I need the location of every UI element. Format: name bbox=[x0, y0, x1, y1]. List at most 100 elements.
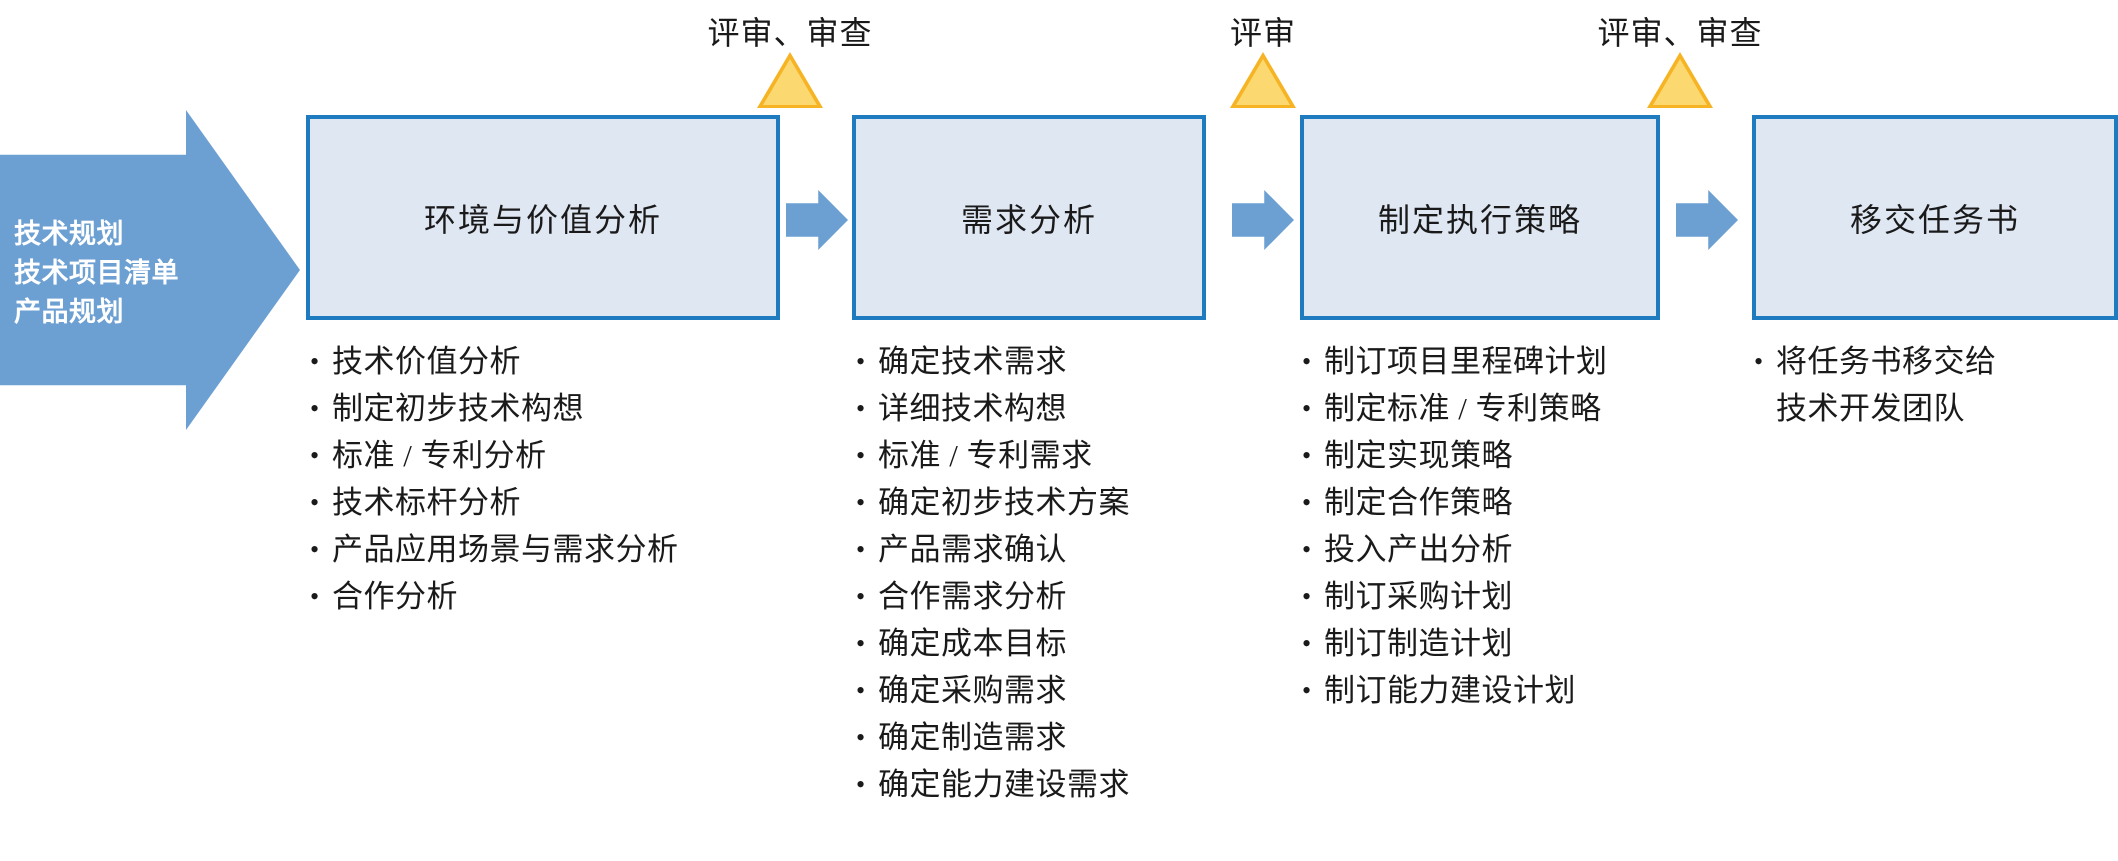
bullet-icon: • bbox=[1302, 629, 1312, 658]
input-arrow-line-3: 产品规划 bbox=[14, 297, 124, 327]
stage-box-2[interactable]: 需求分析 bbox=[852, 115, 1206, 320]
list-item-text: 制订项目里程碑计划 bbox=[1324, 344, 1608, 379]
list-item-text: 合作分析 bbox=[332, 579, 458, 614]
gate-triangle-inner-1 bbox=[763, 59, 817, 105]
list-item-text: 制订能力建设计划 bbox=[1324, 673, 1576, 708]
list-item: • 确定制造需求 bbox=[856, 714, 1256, 761]
stage-bullets-1: • 技术价值分析 • 制定初步技术构想 • 标准 / 专利分析 • 技术标杆分析 • 产品… bbox=[310, 338, 780, 620]
stage-title-4: 移交任务书 bbox=[1849, 201, 2020, 238]
list-item: • 制定标准 / 专利策略 bbox=[1302, 385, 1722, 432]
list-item: • 合作分析 bbox=[310, 573, 780, 620]
list-item: • 确定技术需求 bbox=[856, 338, 1256, 385]
gate-3[interactable]: 评审、审查 bbox=[1590, 8, 1770, 110]
list-item: • 确定成本目标 bbox=[856, 620, 1256, 667]
stage-bullets-4: • 将任务书移交给 技术开发团队 bbox=[1754, 338, 2114, 432]
list-item-text: 确定技术需求 bbox=[878, 344, 1067, 379]
list-item: • 产品应用场景与需求分析 bbox=[310, 526, 780, 573]
list-item-text: 制订采购计划 bbox=[1324, 579, 1513, 614]
stage-box-4[interactable]: 移交任务书 bbox=[1752, 115, 2118, 320]
gate-2[interactable]: 评审 bbox=[1203, 8, 1323, 110]
list-item: • 确定初步技术方案 bbox=[856, 479, 1256, 526]
gate-label-2: 评审 bbox=[1229, 15, 1297, 51]
bullet-icon: • bbox=[856, 347, 866, 376]
list-item-text: 标准 / 专利分析 bbox=[332, 438, 547, 473]
connector-arrow-2-3 bbox=[1232, 190, 1294, 250]
bullet-icon: • bbox=[310, 582, 320, 611]
list-item-text: 技术价值分析 bbox=[332, 344, 521, 379]
list-item-text: 详细技术构想 bbox=[878, 391, 1067, 426]
stage-bullets-3: •制订项目里程碑计划 •制定标准 / 专利策略 •制定实现策略 •制定合作策略 … bbox=[1302, 338, 1722, 714]
list-item: • 确定采购需求 bbox=[856, 667, 1256, 714]
list-item: • 制订采购计划 bbox=[1302, 573, 1722, 620]
list-item: •确定能力建设需求 bbox=[856, 761, 1256, 808]
gate-1[interactable]: 评审、审查 bbox=[700, 8, 880, 110]
list-item-text: 制定合作策略 bbox=[1324, 485, 1513, 520]
bullet-icon: • bbox=[856, 582, 866, 611]
gate-label-3: 评审、审查 bbox=[1597, 15, 1763, 51]
stage-title-3: 制定执行策略 bbox=[1377, 201, 1582, 238]
list-item: • 技术价值分析 bbox=[310, 338, 780, 385]
list-item: • 产品需求确认 bbox=[856, 526, 1256, 573]
input-arrow-line-2: 技术项目清单 bbox=[14, 258, 179, 288]
list-item: • 制定初步技术构想 bbox=[310, 385, 780, 432]
list-item-text: 制定实现策略 bbox=[1324, 438, 1513, 473]
list-item-text: 确定采购需求 bbox=[878, 673, 1067, 708]
list-item-text: 合作需求分析 bbox=[878, 579, 1067, 614]
bullet-icon: • bbox=[856, 394, 866, 423]
list-item-text: 技术标杆分析 bbox=[332, 485, 521, 520]
list-item-text: 制定初步技术构想 bbox=[332, 391, 584, 426]
bullet-icon: • bbox=[856, 723, 866, 752]
list-item: • 详细技术构想 bbox=[856, 385, 1256, 432]
bullet-icon: • bbox=[856, 629, 866, 658]
connector-arrow-1-2 bbox=[786, 190, 848, 250]
list-item-text: 产品需求确认 bbox=[878, 532, 1067, 567]
list-item-text: 确定制造需求 bbox=[878, 720, 1067, 755]
bullet-icon: • bbox=[856, 535, 866, 564]
list-item-text: 产品应用场景与需求分析 bbox=[332, 532, 679, 567]
list-item: • 技术标杆分析 bbox=[310, 479, 780, 526]
list-item: • 将任务书移交给 技术开发团队 bbox=[1754, 338, 2114, 432]
list-item: • 制定合作策略 bbox=[1302, 479, 1722, 526]
stage-title-2: 需求分析 bbox=[960, 201, 1097, 238]
list-item-text: 制定标准 / 专利策略 bbox=[1324, 391, 1602, 426]
list-item: • 制订制造计划 bbox=[1302, 620, 1722, 667]
gate-triangle-inner-2 bbox=[1236, 59, 1290, 105]
bullet-icon: • bbox=[1302, 441, 1312, 470]
bullet-icon: • bbox=[1754, 347, 1764, 376]
list-item-text: 投入产出分析 bbox=[1324, 532, 1513, 567]
bullet-icon: • bbox=[1302, 347, 1312, 376]
bullet-icon: • bbox=[1302, 535, 1312, 564]
list-item-text: 制订制造计划 bbox=[1324, 626, 1513, 661]
input-arrow-label: 技术规划 技术项目清单 产品规划 bbox=[14, 215, 254, 332]
input-arrow-line-1: 技术规划 bbox=[14, 219, 124, 249]
list-item: • 合作需求分析 bbox=[856, 573, 1256, 620]
list-item-text: 确定成本目标 bbox=[878, 626, 1067, 661]
bullet-icon: • bbox=[310, 347, 320, 376]
bullet-icon: • bbox=[1302, 582, 1312, 611]
stage-box-1[interactable]: 环境与价值分析 bbox=[306, 115, 780, 320]
bullet-icon: • bbox=[310, 441, 320, 470]
gate-triangle-inner-3 bbox=[1653, 59, 1707, 105]
bullet-icon: • bbox=[856, 676, 866, 705]
list-item: • 制定实现策略 bbox=[1302, 432, 1722, 479]
stage-bullets-2: •确定技术需求 •详细技术构想 •标准 / 专利需求 •确定初步技术方案 •产品… bbox=[856, 338, 1256, 808]
connector-arrow-3-4 bbox=[1676, 190, 1738, 250]
bullet-icon: • bbox=[310, 535, 320, 564]
stage-box-3[interactable]: 制定执行策略 bbox=[1300, 115, 1660, 320]
list-item: • 制订项目里程碑计划 bbox=[1302, 338, 1722, 385]
list-item-text: 将任务书移交给 技术开发团队 bbox=[1776, 344, 1997, 426]
bullet-icon: • bbox=[856, 488, 866, 517]
list-item: • 标准 / 专利分析 bbox=[310, 432, 780, 479]
bullet-icon: • bbox=[310, 488, 320, 517]
bullet-icon: • bbox=[1302, 676, 1312, 705]
stage-title-1: 环境与价值分析 bbox=[423, 201, 662, 238]
bullet-icon: • bbox=[310, 394, 320, 423]
list-item-text: 确定初步技术方案 bbox=[878, 485, 1130, 520]
bullet-icon: • bbox=[1302, 394, 1312, 423]
list-item: • 投入产出分析 bbox=[1302, 526, 1722, 573]
bullet-icon: • bbox=[1302, 488, 1312, 517]
gate-label-1: 评审、审查 bbox=[707, 15, 873, 51]
list-item: •标准 / 专利需求 bbox=[856, 432, 1256, 479]
list-item-text: 标准 / 专利需求 bbox=[878, 438, 1093, 473]
